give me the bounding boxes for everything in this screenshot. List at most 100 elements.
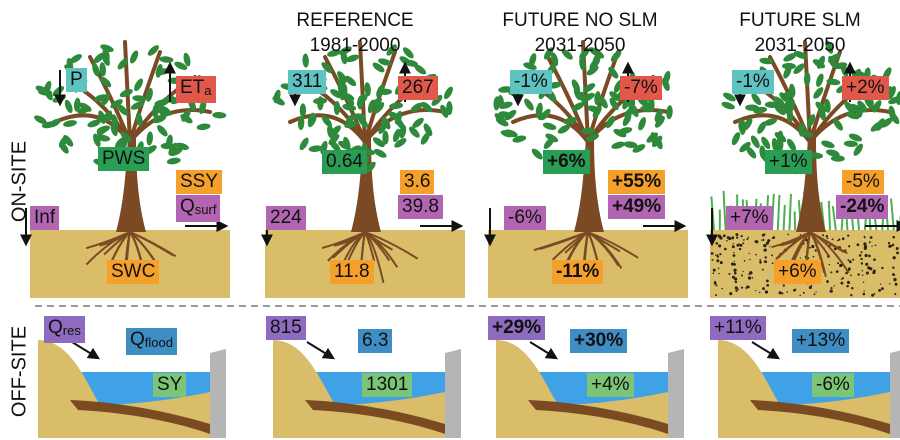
legend-qsurf-sub: surf xyxy=(194,202,217,217)
soil-speckle xyxy=(808,285,812,289)
soil-speckle xyxy=(732,254,736,257)
tree-leaf xyxy=(344,93,355,106)
tree-leaf xyxy=(99,62,107,77)
tree-leaf xyxy=(372,137,385,148)
tree-leaf xyxy=(386,44,397,56)
future-slm-ssy: -5% xyxy=(842,170,884,194)
soil-speckle xyxy=(888,282,891,285)
tree-root xyxy=(321,231,366,250)
tree-leaf xyxy=(786,138,797,152)
future-no-slm-ssy: +55% xyxy=(608,170,666,194)
tree-leaf xyxy=(864,97,875,110)
tree-leaf xyxy=(114,137,126,149)
tree-leaf xyxy=(410,102,423,113)
soil-speckle xyxy=(799,294,801,297)
soil-speckle xyxy=(715,254,717,256)
tree-leaf xyxy=(825,40,834,54)
tree-leaf xyxy=(389,102,404,110)
soil-speckle xyxy=(864,253,868,258)
tree-leaf xyxy=(783,53,797,62)
soil-speckle xyxy=(713,281,717,285)
tree-leaf xyxy=(610,50,622,62)
soil-speckle xyxy=(869,236,873,239)
reference-qres: 815 xyxy=(266,316,306,340)
tree-leaf xyxy=(337,78,348,91)
soil-speckle xyxy=(743,239,745,241)
tree-branch xyxy=(808,108,892,144)
reservoir-dam xyxy=(668,349,684,438)
tree-leaf xyxy=(134,78,144,92)
tree-leaf xyxy=(135,112,143,127)
soil-speckle xyxy=(741,274,743,277)
soil-speckle xyxy=(894,293,897,296)
soil-speckle xyxy=(862,281,865,283)
soil-speckle xyxy=(799,257,802,259)
future-no-slm-qres: +29% xyxy=(488,316,546,340)
tree-root xyxy=(587,231,621,253)
soil-speckle xyxy=(847,234,850,237)
soil-speckle xyxy=(887,241,891,245)
tree-leaf xyxy=(783,65,792,79)
soil-speckle xyxy=(733,271,737,275)
tree-leaf xyxy=(146,131,154,146)
soil-speckle xyxy=(851,286,854,290)
tree-leaf xyxy=(833,118,843,131)
reference-sy: 1301 xyxy=(362,373,413,397)
soil-speckle xyxy=(715,294,718,297)
soil-speckle xyxy=(759,259,762,261)
tree-leaf xyxy=(412,117,424,128)
tree-leaf xyxy=(376,84,385,98)
soil-speckle xyxy=(733,260,735,263)
tree-leaf xyxy=(793,51,808,59)
soil-speckle xyxy=(861,270,864,272)
soil-speckle xyxy=(732,275,736,279)
soil-speckle xyxy=(833,285,836,287)
tree-leaf xyxy=(759,145,766,160)
tree-leaf xyxy=(579,56,586,71)
soil-speckle xyxy=(860,257,863,261)
soil-speckle xyxy=(830,287,833,290)
future-slm-qflood: +13% xyxy=(792,329,850,353)
soil-speckle xyxy=(772,236,776,239)
tree-leaf xyxy=(598,95,608,109)
tree-leaf xyxy=(110,122,118,137)
future-no-slm-pws: +6% xyxy=(543,150,590,174)
soil-speckle xyxy=(781,292,784,295)
tree-leaf xyxy=(761,136,771,150)
soil-speckle xyxy=(728,237,732,241)
tree-leaf xyxy=(586,65,599,76)
soil-speckle xyxy=(771,254,774,257)
soil-speckle xyxy=(872,270,876,275)
tree-leaf xyxy=(592,48,605,59)
legend-qres: Qres xyxy=(44,316,85,343)
tree-leaf xyxy=(774,104,786,116)
legend-qflood: Qflood xyxy=(126,328,177,355)
tree-leaf xyxy=(611,141,625,149)
tree-leaf xyxy=(166,134,173,149)
soil-speckle xyxy=(826,280,829,283)
tree-leaf xyxy=(344,120,358,129)
tree-branch xyxy=(511,113,590,144)
tree-leaf xyxy=(440,104,449,118)
soil-speckle xyxy=(712,268,716,272)
tree-leaf xyxy=(828,53,841,63)
tree-leaf xyxy=(563,116,578,125)
tree-leaf xyxy=(582,83,596,93)
tree-leaf xyxy=(342,103,357,111)
soil-speckle xyxy=(848,245,851,248)
soil-speckle xyxy=(814,249,817,252)
soil-speckle xyxy=(731,245,735,249)
tree-leaf xyxy=(147,45,159,56)
tree-leaf xyxy=(622,113,632,127)
soil-speckle xyxy=(736,236,739,239)
soil-speckle xyxy=(871,245,873,247)
soil-speckle xyxy=(860,251,863,254)
tree-leaf xyxy=(328,134,340,145)
tree-leaf xyxy=(654,136,663,150)
tree-leaf xyxy=(640,105,655,113)
soil-speckle xyxy=(812,255,815,258)
soil-speckle xyxy=(850,293,853,297)
soil-speckle xyxy=(837,262,840,265)
soil-speckle xyxy=(719,236,723,240)
soil-speckle xyxy=(763,244,767,248)
